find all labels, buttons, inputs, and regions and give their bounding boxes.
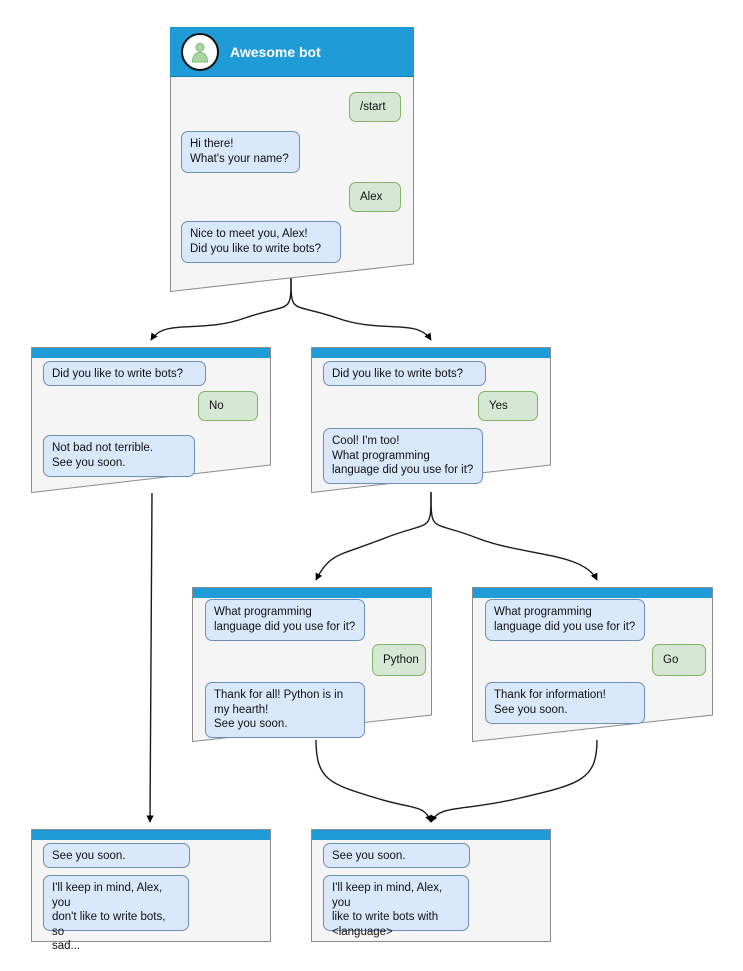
card-branch-go-body: What programming language did you use fo… (472, 587, 713, 742)
card-branch-no-header (32, 348, 270, 358)
card-branch-yes-body: Did you like to write bots? Yes Cool! I'… (311, 347, 551, 493)
message-bubble-user: Alex (349, 182, 401, 212)
card-root-header: Awesome bot (170, 27, 414, 77)
message-bubble-user: No (198, 391, 258, 421)
card-end-happy-header (312, 830, 550, 840)
message-bubble-bot: What programming language did you use fo… (205, 599, 365, 641)
edge-yes-to-python (315, 491, 432, 581)
edge-no-to-end-sad (146, 492, 154, 823)
message-bubble-user: Python (372, 644, 426, 676)
card-branch-python[interactable]: What programming language did you use fo… (192, 587, 432, 742)
person-avatar-icon (181, 33, 219, 71)
message-bubble-user: Go (652, 644, 706, 676)
card-branch-no[interactable]: Did you like to write bots? No Not bad n… (31, 347, 271, 493)
message-bubble-bot: Thank for information! See you soon. (485, 682, 645, 724)
message-bubble-bot: I'll keep in mind, Alex, you don't like … (43, 875, 189, 952)
message-bubble-bot: Did you like to write bots? (323, 361, 486, 386)
card-end-sad[interactable]: See you soon. I'll keep in mind, Alex, y… (31, 829, 271, 952)
card-end-happy[interactable]: See you soon. I'll keep in mind, Alex, y… (311, 829, 551, 942)
message-bubble-bot: I'll keep in mind, Alex, you like to wri… (323, 875, 469, 938)
card-branch-go[interactable]: What programming language did you use fo… (472, 587, 713, 742)
message-bubble-bot: Did you like to write bots? (43, 361, 206, 386)
card-branch-python-body: What programming language did you use fo… (192, 587, 432, 742)
card-end-happy-body: See you soon. I'll keep in mind, Alex, y… (311, 829, 551, 942)
card-branch-no-body: Did you like to write bots? No Not bad n… (31, 347, 271, 493)
message-bubble-bot: What programming language did you use fo… (485, 599, 645, 641)
card-branch-yes-header (312, 348, 550, 358)
edge-yes-to-go (430, 491, 598, 581)
edge-go-to-end-happy (430, 739, 598, 823)
card-root-body: /start Hi there! What's your name? Alex … (170, 27, 414, 292)
message-bubble-user: /start (349, 92, 401, 122)
message-bubble-bot: Nice to meet you, Alex! Did you like to … (181, 221, 341, 263)
card-branch-python-header (193, 588, 431, 598)
message-bubble-bot: Thank for all! Python is in my hearth! S… (205, 682, 365, 738)
card-branch-go-header (473, 588, 712, 598)
edge-python-to-end-happy (315, 739, 433, 823)
message-bubble-bot: See you soon. (323, 843, 470, 868)
message-bubble-bot: Not bad not terrible. See you soon. (43, 435, 195, 477)
card-root[interactable]: Awesome bot /start Hi there! What's your… (170, 27, 414, 292)
message-bubble-bot: Hi there! What's your name? (181, 131, 300, 173)
card-branch-yes[interactable]: Did you like to write bots? Yes Cool! I'… (311, 347, 551, 493)
card-end-sad-body: See you soon. I'll keep in mind, Alex, y… (31, 829, 271, 952)
message-bubble-user: Yes (478, 391, 538, 421)
card-root-title: Awesome bot (230, 44, 321, 60)
card-end-sad-header (32, 830, 270, 840)
message-bubble-bot: See you soon. (43, 843, 190, 868)
message-bubble-bot: Cool! I'm too! What programming language… (323, 428, 483, 484)
